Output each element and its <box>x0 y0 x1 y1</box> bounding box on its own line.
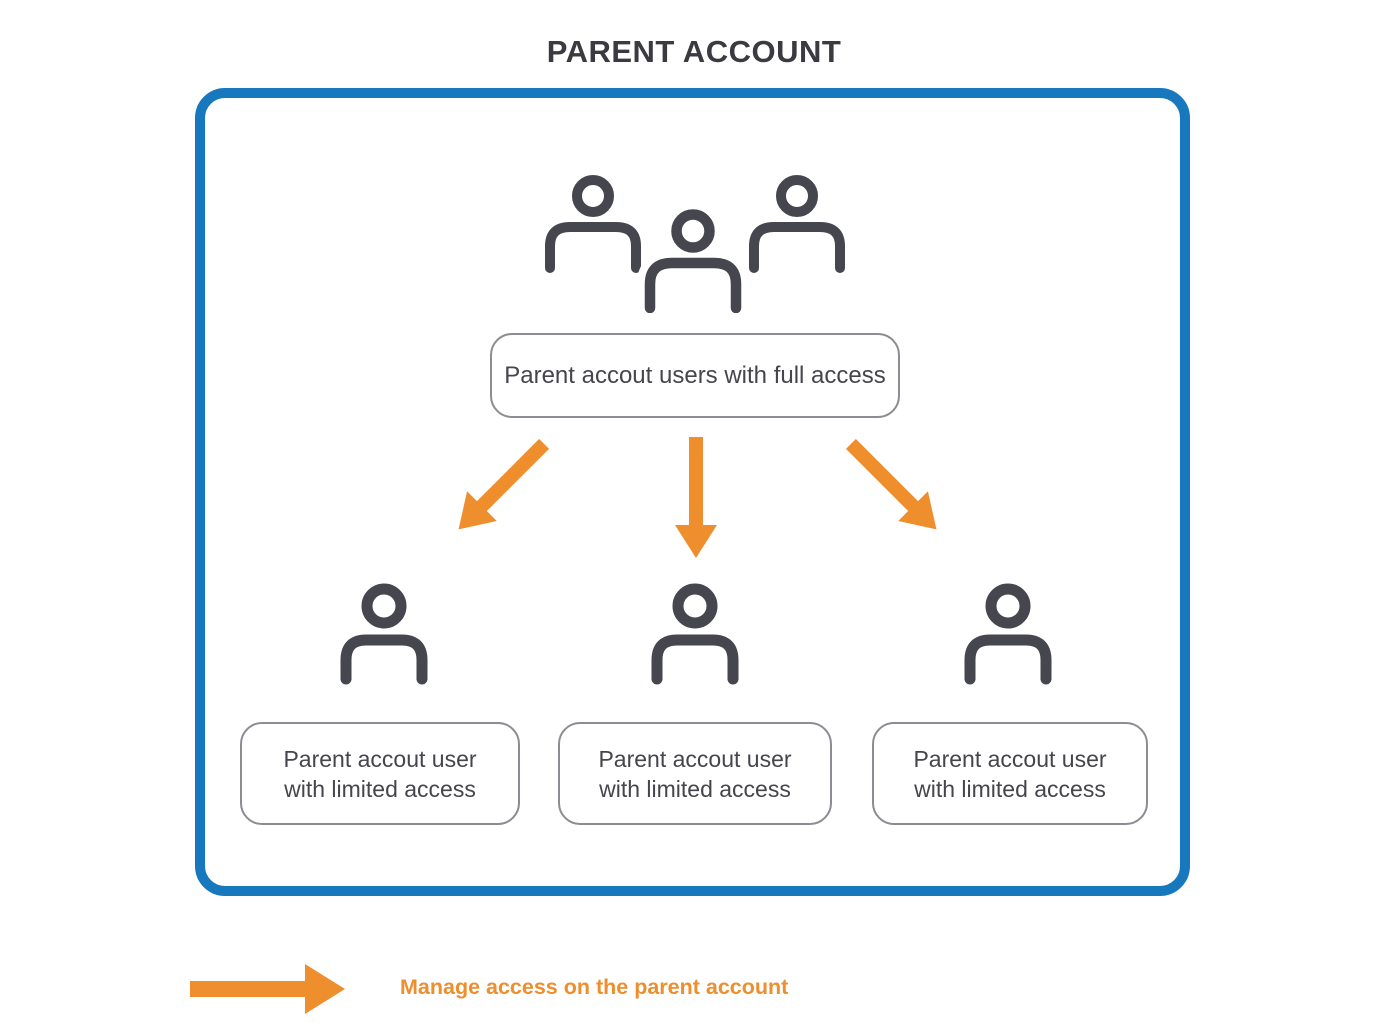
single-user-icon <box>340 583 428 685</box>
limited-access-label-line1: Parent accout user <box>598 745 792 772</box>
legend: Manage access on the parent account <box>0 960 1388 1016</box>
down-left-arrow-icon <box>458 438 550 530</box>
single-user-icon <box>964 583 1052 685</box>
limited-access-label-line2: with limited access <box>599 775 791 802</box>
limited-access-box: Parent accout user with limited access <box>558 722 832 825</box>
limited-access-label-line1: Parent accout user <box>913 745 1107 772</box>
group-of-users-icon <box>545 175 845 313</box>
limited-access-box: Parent accout user with limited access <box>240 722 520 825</box>
limited-access-box: Parent accout user with limited access <box>872 722 1148 825</box>
limited-access-label-line2: with limited access <box>284 775 476 802</box>
single-user-icon <box>651 583 739 685</box>
parent-account-frame: Parent accout users with full access <box>195 88 1190 896</box>
right-arrow-icon <box>190 964 345 1014</box>
full-access-label: Parent accout users with full access <box>504 361 886 389</box>
down-arrow-icon <box>675 437 717 558</box>
full-access-box: Parent accout users with full access <box>490 333 900 418</box>
limited-access-label-line2: with limited access <box>914 775 1106 802</box>
legend-label: Manage access on the parent account <box>400 975 789 999</box>
diagram-title: PARENT ACCOUNT <box>546 34 842 69</box>
down-right-arrow-icon <box>845 438 937 530</box>
limited-access-label-line1: Parent accout user <box>283 745 477 772</box>
